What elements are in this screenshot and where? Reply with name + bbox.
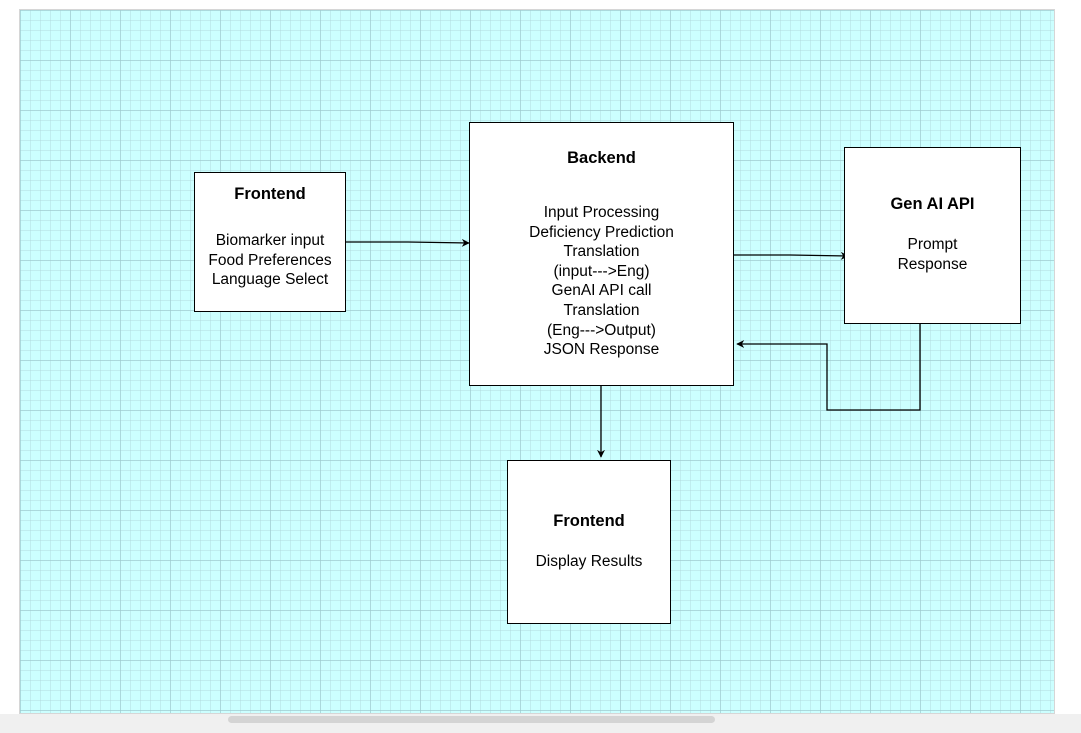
node-frontend-output-body: Display Results	[536, 552, 643, 572]
node-genai-api[interactable]: Gen AI API Prompt Response	[844, 147, 1021, 324]
node-frontend-input-title: Frontend	[234, 185, 306, 203]
node-text-line: (Eng--->Output)	[547, 321, 656, 339]
canvas-right-gutter	[1055, 9, 1081, 714]
node-text-line: Input Processing	[543, 204, 660, 221]
node-text-line: GenAI API call	[551, 282, 652, 300]
node-text-line: (input--->Eng)	[553, 262, 650, 280]
node-text-line: Translation	[563, 243, 640, 261]
node-text-line: Food Preferences	[208, 251, 332, 269]
node-frontend-output-title: Frontend	[553, 512, 625, 530]
node-text-line: Translation	[563, 301, 640, 319]
node-text-line: Biomarker input	[215, 232, 325, 249]
node-genai-api-title: Gen AI API	[890, 195, 975, 213]
horizontal-scrollbar-thumb[interactable]	[228, 716, 715, 723]
node-genai-api-body: Prompt Response	[898, 235, 968, 274]
node-frontend-output[interactable]: Frontend Display Results	[507, 460, 671, 624]
edge-backend-to-genai[interactable]	[734, 251, 849, 260]
edge-genai-to-backend[interactable]	[736, 324, 921, 411]
node-frontend-input[interactable]: Frontend Biomarker input Food Preference…	[194, 172, 346, 312]
node-text-line: JSON Response	[543, 341, 660, 359]
node-text-line: Prompt	[907, 236, 958, 253]
node-backend-body: Input Processing Deficiency Prediction T…	[529, 203, 674, 360]
node-frontend-input-body: Biomarker input Food Preferences Languag…	[208, 231, 331, 290]
node-text-line: Response	[897, 255, 968, 273]
node-backend-title: Backend	[567, 149, 636, 167]
node-text-line: Display Results	[535, 553, 643, 570]
node-text-line: Language Select	[211, 271, 329, 289]
node-text-line: Deficiency Prediction	[529, 223, 674, 241]
edge-frontend-to-backend[interactable]	[346, 238, 470, 247]
node-backend[interactable]: Backend Input Processing Deficiency Pred…	[469, 122, 734, 386]
